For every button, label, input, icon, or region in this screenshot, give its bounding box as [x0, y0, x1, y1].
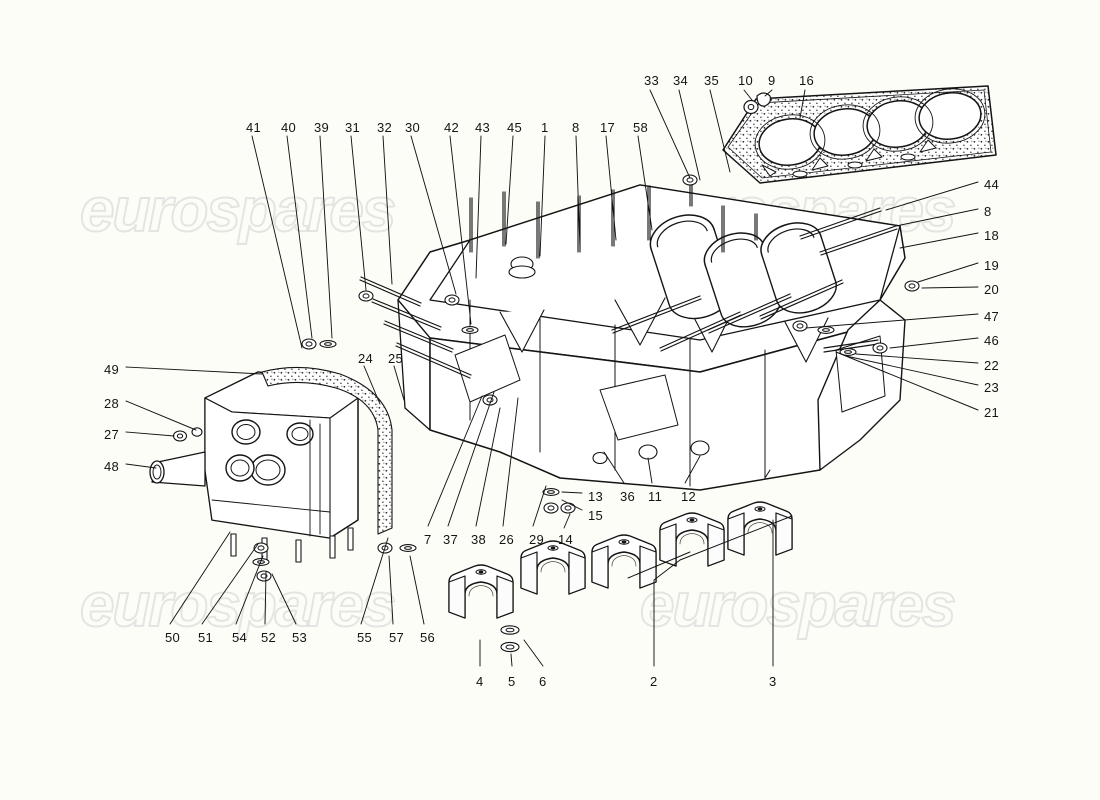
callout-50: 50	[165, 630, 181, 645]
callout-30: 30	[405, 120, 421, 135]
callout-32: 32	[377, 120, 393, 135]
callout-1: 1	[541, 120, 549, 135]
callout-51: 51	[198, 630, 214, 645]
callout-37: 37	[443, 532, 459, 547]
callout-36: 36	[620, 489, 636, 504]
callout-19: 19	[984, 258, 1000, 273]
callout-35: 35	[704, 73, 720, 88]
callout-10: 10	[738, 73, 754, 88]
callout-5: 5	[508, 674, 516, 689]
callout-11: 11	[648, 489, 663, 504]
callout-46: 46	[984, 333, 1000, 348]
callout-49: 49	[104, 362, 120, 377]
callout-4: 4	[476, 674, 484, 689]
callout-8: 8	[572, 120, 580, 135]
callout-20: 20	[984, 282, 1000, 297]
crankcase-block-part	[397, 184, 906, 491]
callout-29: 29	[529, 532, 545, 547]
callout-45: 45	[507, 120, 523, 135]
callout-47: 47	[984, 309, 1000, 324]
callout-15: 15	[588, 508, 604, 523]
cap-fastener-stack	[500, 625, 520, 653]
timing-cover-part	[149, 366, 393, 563]
leader-lines	[125, 89, 979, 667]
callout-56: 56	[420, 630, 436, 645]
callout-38: 38	[471, 532, 487, 547]
callout-58: 58	[633, 120, 649, 135]
callout-22: 22	[984, 358, 1000, 373]
callout-43: 43	[475, 120, 491, 135]
callout-12: 12	[681, 489, 697, 504]
callout-34: 34	[673, 73, 689, 88]
callout-8: 8	[984, 204, 992, 219]
main-bearing-caps	[448, 501, 793, 619]
callout-18: 18	[984, 228, 1000, 243]
callout-9: 9	[768, 73, 776, 88]
callout-52: 52	[261, 630, 277, 645]
callout-39: 39	[314, 120, 330, 135]
callout-26: 26	[499, 532, 515, 547]
callout-17: 17	[600, 120, 616, 135]
loose-fasteners	[252, 174, 920, 582]
callout-53: 53	[292, 630, 308, 645]
callout-40: 40	[281, 120, 297, 135]
callout-2: 2	[650, 674, 658, 689]
callout-54: 54	[232, 630, 248, 645]
callout-25: 25	[388, 351, 404, 366]
callout-28: 28	[104, 396, 120, 411]
callout-14: 14	[558, 532, 574, 547]
callout-55: 55	[357, 630, 373, 645]
callout-21: 21	[984, 405, 1000, 420]
callout-3: 3	[769, 674, 777, 689]
head-gasket-part	[722, 85, 997, 184]
callout-23: 23	[984, 380, 1000, 395]
callout-7: 7	[424, 532, 432, 547]
callout-42: 42	[444, 120, 460, 135]
callout-16: 16	[799, 73, 815, 88]
callout-31: 31	[345, 120, 361, 135]
callout-48: 48	[104, 459, 120, 474]
callout-41: 41	[246, 120, 262, 135]
callout-33: 33	[644, 73, 660, 88]
callout-13: 13	[588, 489, 604, 504]
callout-44: 44	[984, 177, 1000, 192]
callout-57: 57	[389, 630, 405, 645]
callout-24: 24	[358, 351, 374, 366]
callout-27: 27	[104, 427, 120, 442]
callout-6: 6	[539, 674, 547, 689]
